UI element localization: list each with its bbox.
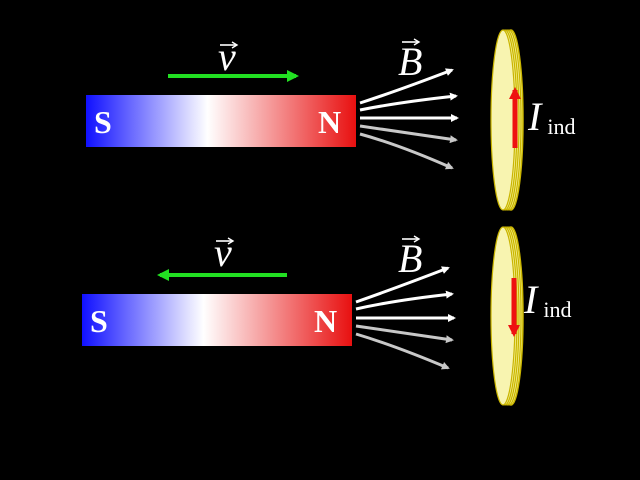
panel-bottom: v S N B: [82, 226, 571, 406]
current-symbol: I: [523, 277, 539, 322]
field-line: [355, 266, 450, 304]
current-label-bottom: I ind: [523, 277, 571, 322]
field-line: [359, 68, 454, 105]
current-symbol: I: [527, 94, 543, 139]
south-pole-label-top: S: [94, 104, 112, 140]
north-pole-label-top: N: [318, 104, 341, 140]
field-line: [359, 124, 458, 144]
velocity-label-bottom: v: [214, 230, 232, 275]
field-label-top: B: [398, 39, 422, 84]
velocity-label-top: v: [218, 34, 236, 79]
field-line: [359, 92, 458, 112]
bar-magnet-bottom: [82, 294, 352, 346]
field-label-bottom: B: [398, 236, 422, 281]
field-line: [355, 290, 454, 311]
field-lines-bottom: [355, 266, 456, 370]
south-pole-label-bottom: S: [90, 303, 108, 339]
current-subscript: ind: [547, 114, 575, 139]
current-label-top: I ind: [527, 94, 575, 139]
bar-magnet-top: [86, 95, 356, 147]
field-line: [359, 132, 454, 170]
coil-top: [490, 29, 524, 211]
panel-top: v S N B: [86, 29, 575, 211]
north-pole-label-bottom: N: [314, 303, 337, 339]
current-subscript: ind: [543, 297, 571, 322]
coil-bottom: [490, 226, 524, 406]
field-lines-top: [359, 68, 459, 170]
field-line: [355, 332, 450, 370]
field-line: [355, 324, 454, 344]
